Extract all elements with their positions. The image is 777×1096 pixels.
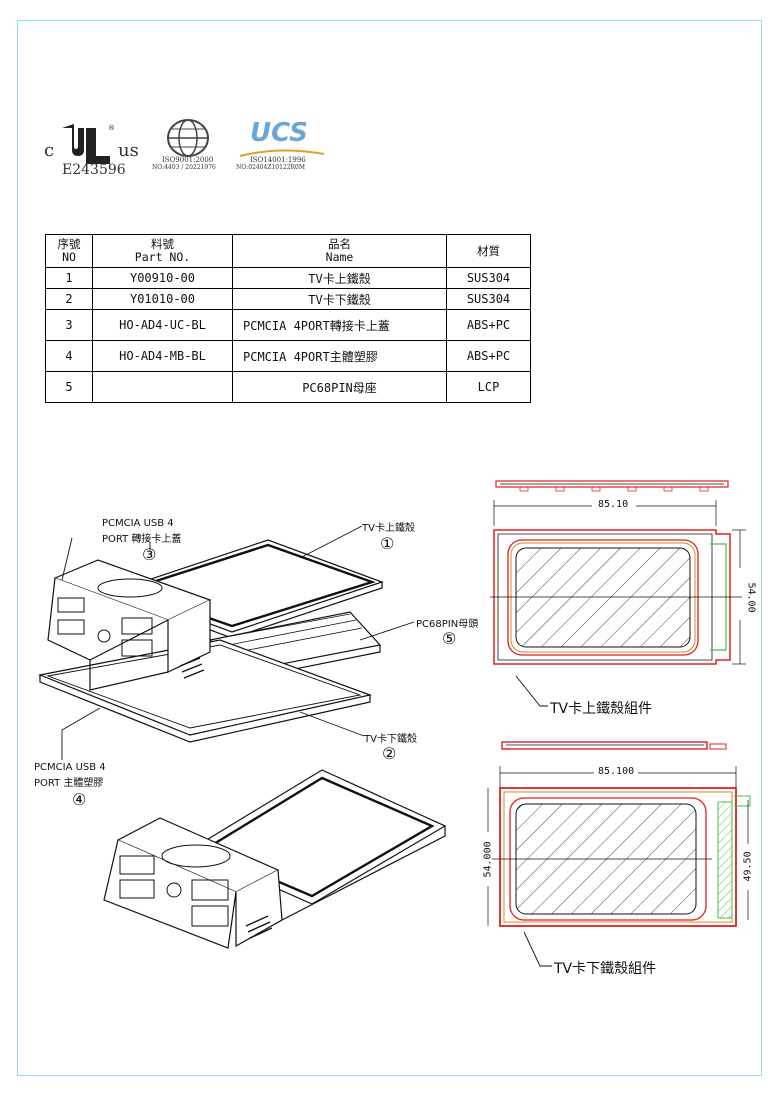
table-row: 2 Y01010-00 TV卡下鐵殼 SUS304	[45, 288, 531, 310]
header-material: 材質	[446, 234, 531, 268]
iso14001-line1: ISO14001:1996	[250, 156, 306, 164]
cell-material: LCP	[446, 371, 531, 403]
cell-no: 3	[45, 309, 93, 341]
cell-name: TV卡下鐵殼	[232, 288, 447, 310]
cell-no: 1	[45, 267, 93, 289]
cell-name: TV卡上鐵殼	[232, 267, 447, 289]
header-part-en: Part NO.	[134, 250, 191, 264]
table-row: 1 Y00910-00 TV卡上鐵殼 SUS304	[45, 267, 531, 289]
upper-width-dimension: 85.10	[598, 499, 629, 510]
lower-height-dimension: 54.000	[482, 841, 494, 878]
label-part-1: TV卡上鐵殼	[362, 523, 415, 534]
cell-name: PCMCIA 4PORT主體塑膠	[232, 340, 447, 372]
lower-inner-dimension: 49.50	[742, 851, 754, 882]
cell-part: HO-AD4-MB-BL	[92, 340, 233, 372]
iso9001-line2: NO:4403 / 20221976	[152, 164, 216, 171]
header-name-en: Name	[325, 250, 354, 264]
upper-shell-caption: TV卡上鐵殼組件	[550, 701, 653, 717]
callout-2: ②	[382, 744, 397, 763]
cell-material: SUS304	[446, 267, 531, 289]
cell-material: ABS+PC	[446, 309, 531, 341]
iso14001-line2: NO:02404Z10122R0M	[236, 164, 306, 171]
cell-part: Y01010-00	[92, 288, 233, 310]
label-part-5: PC68PIN母頭	[416, 619, 479, 630]
ucs-logo-text: UCS	[250, 118, 308, 148]
globe-icon	[167, 119, 209, 157]
label-part-3-line2: PORT 轉接卡上蓋	[102, 534, 182, 545]
callout-3: ③	[142, 545, 157, 564]
cell-part	[92, 371, 233, 403]
swoosh-icon	[239, 149, 325, 157]
ul-number: E243596	[62, 162, 126, 178]
cell-no: 2	[45, 288, 93, 310]
label-part-2: TV卡下鐵殼	[364, 734, 417, 745]
cell-name: PC68PIN母座	[232, 371, 447, 403]
callout-5: ⑤	[442, 629, 457, 648]
lower-width-dimension: 85.100	[598, 766, 635, 777]
callout-4: ④	[72, 790, 87, 809]
ul-right-letters: us	[118, 140, 139, 161]
iso9001-logo: ISO9001:2000 NO:4403 / 20221976	[148, 118, 238, 176]
header-part-cn: 料號	[151, 237, 174, 251]
cell-part: Y00910-00	[92, 267, 233, 289]
cell-name: PCMCIA 4PORT轉接卡上蓋	[232, 309, 447, 341]
cell-material: ABS+PC	[446, 340, 531, 372]
label-part-4-line2: PORT 主體塑膠	[34, 778, 104, 789]
header-no-cn: 序號	[57, 237, 81, 251]
ucs-logo: UCS ISO14001:1996 NO:02404Z10122R0M	[234, 118, 330, 176]
table-row: 4 HO-AD4-MB-BL PCMCIA 4PORT主體塑膠 ABS+PC	[45, 340, 531, 372]
cell-material: SUS304	[446, 288, 531, 310]
table-row: 5 PC68PIN母座 LCP	[45, 371, 531, 403]
ul-logo: c ® us E243596	[44, 122, 139, 180]
header-name-cn: 品名	[328, 237, 351, 251]
lower-shell-caption: TV卡下鐵殼組件	[554, 961, 657, 977]
page-frame	[17, 20, 762, 1076]
callout-1: ①	[380, 534, 395, 553]
table-row: 3 HO-AD4-UC-BL PCMCIA 4PORT轉接卡上蓋 ABS+PC	[45, 309, 531, 341]
ul-left-letter: c	[44, 140, 55, 161]
upper-height-dimension: 54.00	[745, 582, 757, 613]
cell-part: HO-AD4-UC-BL	[92, 309, 233, 341]
header-no-en: NO	[62, 250, 76, 264]
iso9001-line1: ISO9001:2000	[162, 156, 214, 164]
label-part-4-line1: PCMCIA USB 4	[34, 762, 106, 773]
cell-no: 4	[45, 340, 93, 372]
ul-mark-icon: ®	[62, 124, 115, 164]
svg-text:®: ®	[108, 124, 115, 132]
cell-no: 5	[45, 371, 93, 403]
label-part-3-line1: PCMCIA USB 4	[102, 518, 174, 529]
